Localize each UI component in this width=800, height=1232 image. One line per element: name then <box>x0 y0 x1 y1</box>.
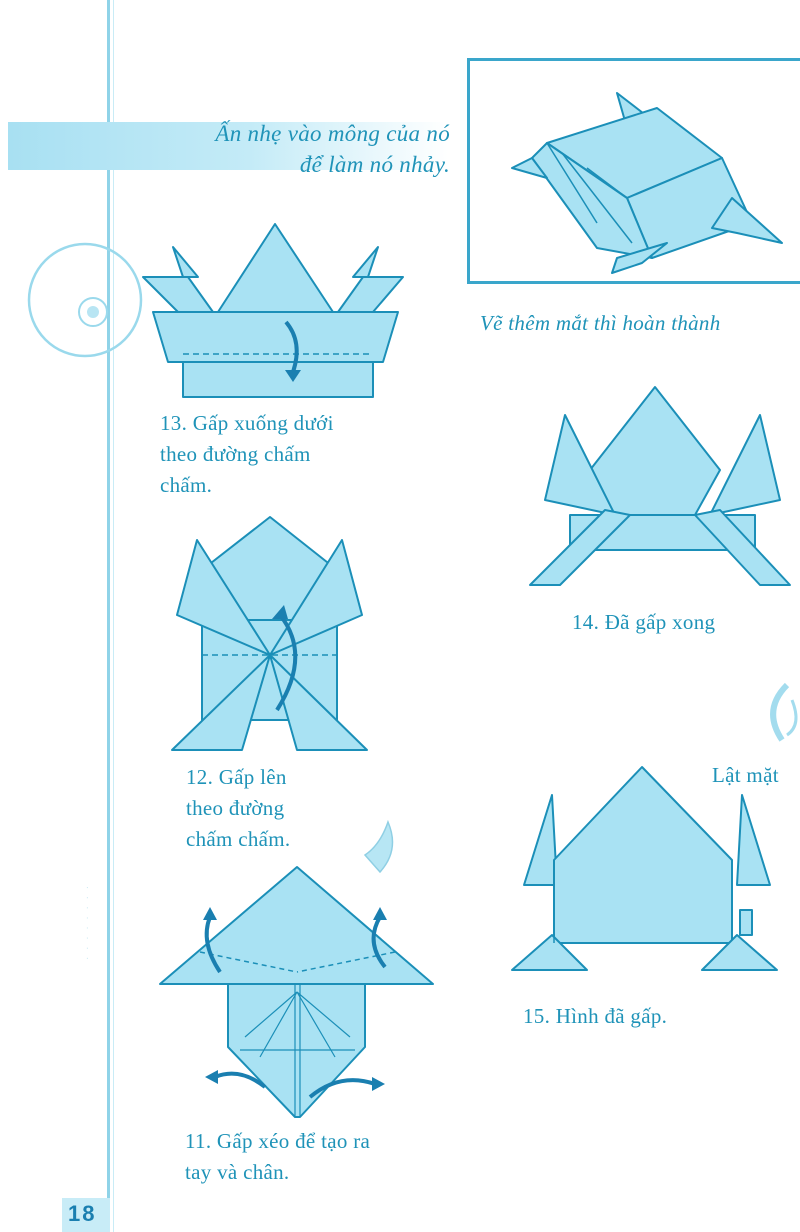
intro-line-1: Ấn nhẹ vào mông của nó <box>215 121 450 146</box>
step-13-line-2: theo đường chấm <box>160 442 311 466</box>
final-frog-illustration <box>511 92 783 274</box>
header-band <box>8 122 448 170</box>
step-14-caption: 14. Đã gấp xong <box>572 610 716 634</box>
sidebar-decoration: · · · · · · · · <box>82 883 93 960</box>
page-number-box <box>62 1198 110 1232</box>
flip-icon <box>770 682 798 742</box>
step-11-illustration <box>159 866 434 1118</box>
step-11-caption: 11. Gấp xéo để tạo ra tay và chân. <box>185 1126 370 1188</box>
step-14-illustration <box>529 386 791 586</box>
page-number: 18 <box>68 1201 97 1226</box>
step-12-line-1: 12. Gấp lên <box>186 765 287 789</box>
step-13-line-1: 13. Gấp xuống dưới <box>160 411 334 435</box>
final-frame <box>467 58 800 284</box>
step-15-illustration <box>511 766 778 971</box>
step-13-line-3: chấm. <box>160 473 213 497</box>
step-11-line-1: 11. Gấp xéo để tạo ra <box>185 1129 371 1153</box>
step-12-caption: 12. Gấp lên theo đường chấm chấm. <box>186 762 290 855</box>
circle-decoration <box>27 242 143 358</box>
step-13-caption: 13. Gấp xuống dưới theo đường chấm chấm. <box>160 408 334 501</box>
final-caption: Vẽ thêm mắt thì hoàn thành <box>480 311 721 335</box>
step-13-illustration <box>142 223 404 398</box>
intro-line-2: để làm nó nhảy. <box>299 152 450 177</box>
step-12-line-2: theo đường <box>186 796 285 820</box>
margin-line <box>107 0 110 1232</box>
intro-text: Ấn nhẹ vào mông của nó để làm nó nhảy. <box>150 118 450 180</box>
step-12-illustration <box>171 516 368 751</box>
step-11-line-2: tay và chân. <box>185 1160 290 1184</box>
step-12-line-3: chấm chấm. <box>186 827 291 851</box>
margin-line-thin <box>113 0 114 1232</box>
flip-label: Lật mặt <box>712 763 779 787</box>
step-15-caption: 15. Hình đã gấp. <box>523 1004 668 1028</box>
fold-arrow-icon <box>363 819 394 874</box>
